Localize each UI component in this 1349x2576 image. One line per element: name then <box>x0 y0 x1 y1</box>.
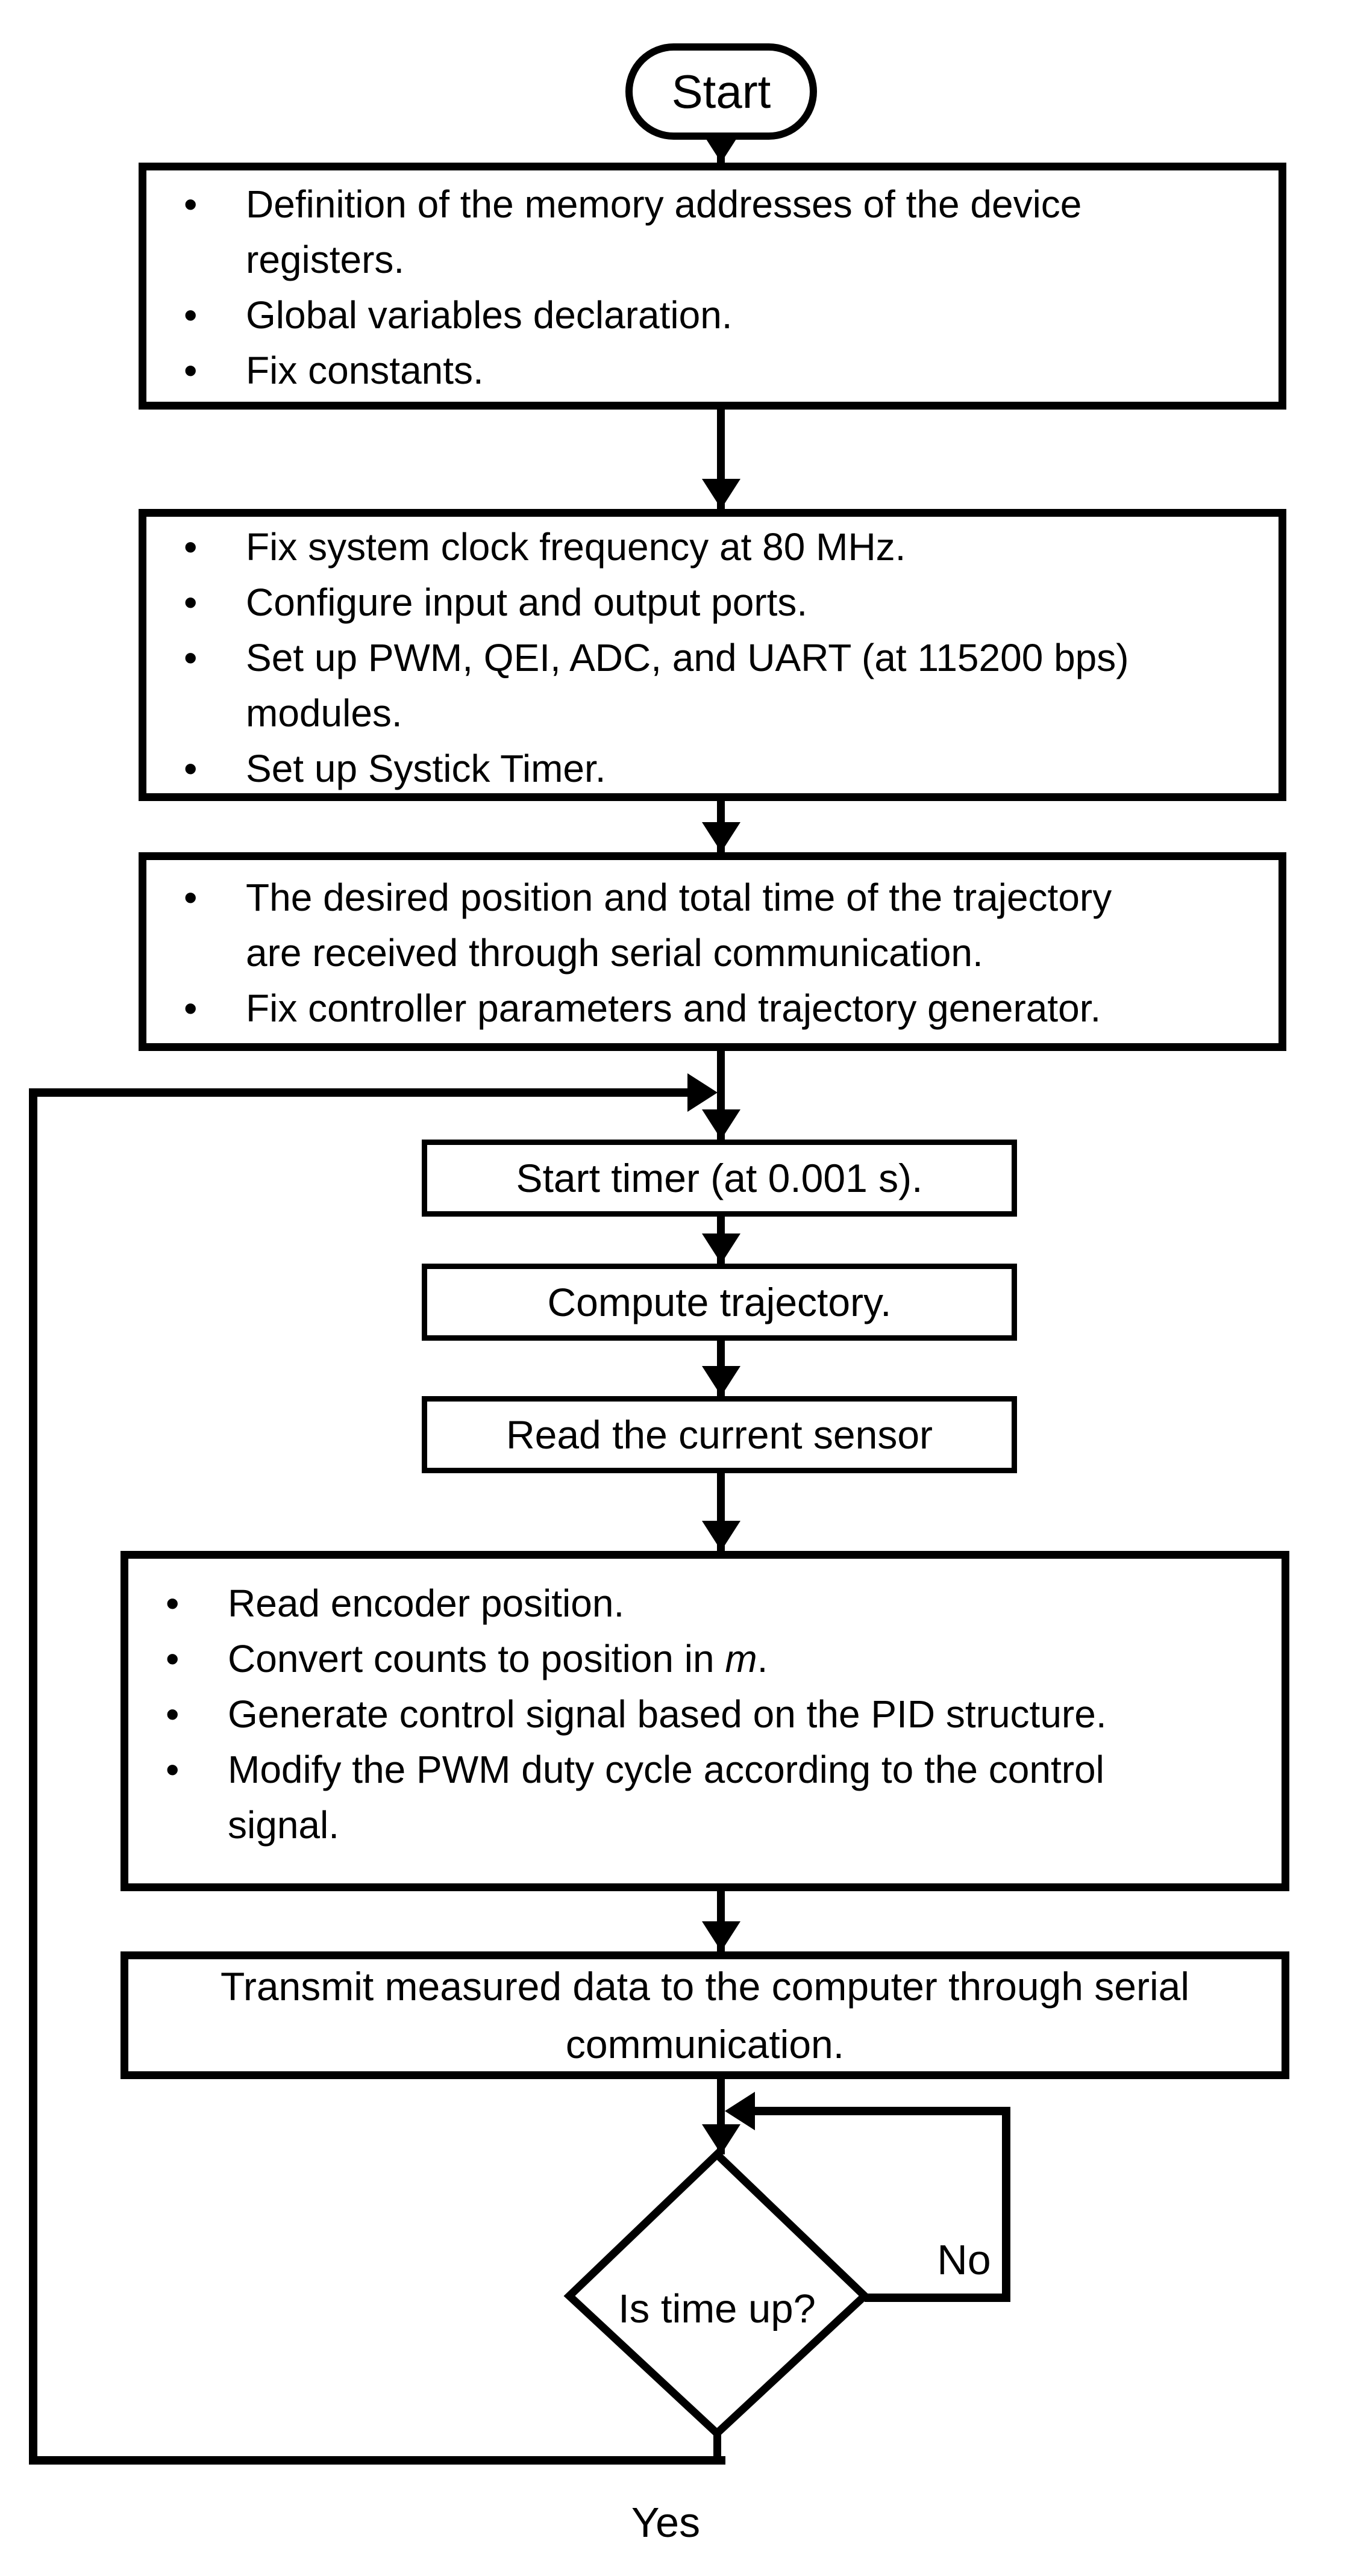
bullet-line: Set up Systick Timer. <box>246 747 606 790</box>
bullet-line-post: . <box>757 1637 768 1680</box>
bullet-item-continuation: modules. <box>184 685 1254 741</box>
arrowhead-into-starttimer <box>702 1109 740 1140</box>
process-box-start-timer: Start timer (at 0.001 s). <box>422 1140 1017 1217</box>
yes-loop-bottom-line <box>29 2456 725 2465</box>
bullet-spacer <box>184 925 246 981</box>
bullet-line: Fix system clock frequency at 80 MHz. <box>246 525 906 569</box>
bullet-line: Configure input and output ports. <box>246 581 808 624</box>
arrowhead-no-loop-junction <box>725 2092 755 2130</box>
start-terminator: Start <box>625 43 817 140</box>
process-label: Start timer (at 0.001 s). <box>516 1156 923 1200</box>
yes-loop-left-line <box>29 1088 37 2465</box>
bullet-line-italic: m <box>725 1637 757 1680</box>
yes-branch-label: Yes <box>631 2499 701 2546</box>
bullet-line: Read encoder position. <box>228 1582 625 1625</box>
process-label: Compute trajectory. <box>547 1280 892 1324</box>
bullet-marker: • <box>184 349 198 392</box>
bullet-line: Convert counts to position in m. <box>228 1631 1257 1686</box>
bullet-item: • The desired position and total time of… <box>184 870 1254 925</box>
yes-loop-diamond-drop-line <box>713 2433 721 2465</box>
process-box-compute-trajectory: Compute trajectory. <box>422 1264 1017 1341</box>
yes-loop-top-line <box>29 1088 687 1097</box>
bullet-item: • Convert counts to position in m. <box>166 1631 1257 1686</box>
decision-diamond <box>563 2148 871 2439</box>
no-branch-label: No <box>937 2236 991 2283</box>
bullet-item: • Fix system clock frequency at 80 MHz. <box>184 519 1254 575</box>
process-box-initialization: • Definition of the memory addresses of … <box>139 163 1286 410</box>
decision-diamond-shape <box>563 2148 871 2439</box>
bullet-marker: • <box>184 525 198 569</box>
bullet-marker: • <box>166 1748 180 1791</box>
bullet-marker: • <box>166 1582 180 1625</box>
bullet-marker: • <box>184 636 198 679</box>
bullet-marker: • <box>184 293 198 337</box>
bullet-item: • Global variables declaration. <box>184 287 1254 343</box>
no-loop-bottom-line <box>865 2294 1010 2302</box>
process-label-line: communication. <box>565 2022 845 2066</box>
bullet-line: modules. <box>246 691 402 735</box>
bullet-item: • Definition of the memory addresses of … <box>184 176 1254 232</box>
bullet-line: registers. <box>246 238 405 281</box>
bullet-marker: • <box>184 747 198 790</box>
bullet-line: Modify the PWM duty cycle according to t… <box>228 1748 1104 1791</box>
arrowhead-yes-loop-junction <box>687 1073 718 1112</box>
bullet-spacer <box>166 1797 228 1853</box>
process-box-control: • Read encoder position. • Convert count… <box>121 1551 1289 1891</box>
bullet-item: • Set up Systick Timer. <box>184 741 1254 796</box>
start-label: Start <box>671 64 771 118</box>
no-loop-right-line <box>1002 2107 1010 2302</box>
bullet-line: signal. <box>228 1803 339 1847</box>
bullet-item: • Read encoder position. <box>166 1576 1257 1631</box>
bullet-line: Global variables declaration. <box>246 293 733 337</box>
process-box-transmit: Transmit measured data to the computer t… <box>121 1951 1289 2079</box>
bullet-line: Definition of the memory addresses of th… <box>246 182 1082 226</box>
bullet-marker: • <box>184 581 198 624</box>
bullet-line-pre: Convert counts to position in <box>228 1637 725 1680</box>
arrowhead-into-setup <box>702 479 740 509</box>
bullet-item: • Modify the PWM duty cycle according to… <box>166 1742 1257 1797</box>
process-label-line: Transmit measured data to the computer t… <box>220 1964 1189 2009</box>
bullet-marker: • <box>166 1637 180 1680</box>
arrowhead-into-receive <box>702 822 740 852</box>
arrowhead-into-compute <box>702 1233 740 1264</box>
bullet-marker: • <box>184 987 198 1030</box>
arrowhead-into-control <box>702 1521 740 1551</box>
decision-label: Is time up? <box>618 2286 816 2331</box>
bullet-line: The desired position and total time of t… <box>246 876 1112 919</box>
bullet-line: Generate control signal based on the PID… <box>228 1692 1107 1736</box>
bullet-spacer <box>184 232 246 287</box>
bullet-item: • Generate control signal based on the P… <box>166 1686 1257 1742</box>
bullet-item: • Fix constants. <box>184 343 1254 398</box>
arrowhead-into-read <box>702 1366 740 1396</box>
process-box-setup: • Fix system clock frequency at 80 MHz. … <box>139 509 1286 801</box>
bullet-marker: • <box>166 1692 180 1736</box>
bullet-item: • Fix controller parameters and trajecto… <box>184 981 1254 1036</box>
arrowhead-into-transmit <box>702 1921 740 1951</box>
bullet-item-continuation: signal. <box>166 1797 1257 1853</box>
process-label: Read the current sensor <box>505 1412 933 1457</box>
bullet-marker: • <box>184 182 198 226</box>
bullet-line: are received through serial communicatio… <box>246 931 983 975</box>
bullet-item-continuation: are received through serial communicatio… <box>184 925 1254 981</box>
bullet-marker: • <box>184 876 198 919</box>
bullet-line: Fix controller parameters and trajectory… <box>246 987 1101 1030</box>
bullet-item-continuation: registers. <box>184 232 1254 287</box>
bullet-line: Set up PWM, QEI, ADC, and UART (at 11520… <box>246 636 1129 679</box>
process-box-receive-trajectory: • The desired position and total time of… <box>139 852 1286 1051</box>
bullet-item: • Set up PWM, QEI, ADC, and UART (at 115… <box>184 630 1254 685</box>
bullet-spacer <box>184 685 246 741</box>
bullet-line: Fix constants. <box>246 349 484 392</box>
no-loop-top-line <box>755 2107 1010 2115</box>
process-box-read-current-sensor: Read the current sensor <box>422 1396 1017 1473</box>
bullet-item: • Configure input and output ports. <box>184 575 1254 630</box>
